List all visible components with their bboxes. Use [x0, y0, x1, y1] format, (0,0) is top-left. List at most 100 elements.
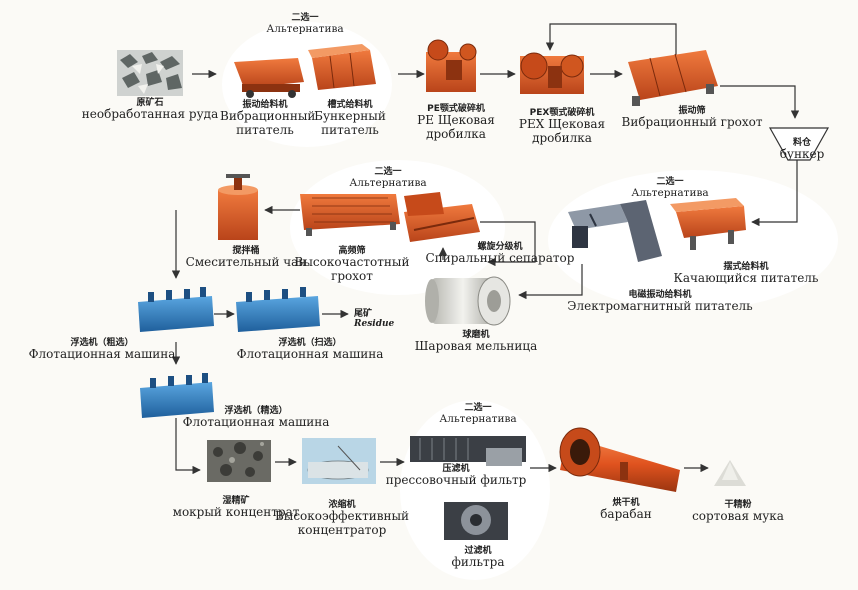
vibrating-feeder-image	[234, 58, 304, 98]
label-ru: Шаровая мельница	[414, 339, 538, 354]
alternative-note-cn: 二选一	[464, 403, 492, 413]
spiral-classifier-image	[404, 192, 480, 242]
label-vibrating-screen: 振动筛 Вибрационный грохот	[622, 106, 763, 130]
label-cn: 浮选机（粗选）	[70, 338, 134, 348]
ball-mill-image	[425, 276, 511, 326]
label-wet-concentrate: 湿精矿 мокрый концентрат	[173, 496, 300, 520]
label-spiral-classifier: 螺旋分级机 Спиральный сепаратор	[426, 242, 575, 266]
residue-en: Residue	[354, 319, 395, 329]
label-press-filter: 压滤机 прессовочный фильтр	[386, 464, 527, 488]
label-residue: 尾矿 Residue	[354, 306, 394, 329]
label-bin: 料仓 бункер	[780, 138, 825, 162]
arrow-cleaner-to-wet	[175, 418, 201, 475]
label-swing-feeder: 摆式给料机 Качающийся питатель	[674, 262, 819, 286]
raw-ore-image	[117, 50, 183, 96]
label-cn: 高频筛	[338, 246, 366, 256]
alternative-note-1: 二选一 Альтернатива	[266, 13, 344, 35]
label-ru: фильтра	[451, 555, 505, 570]
vibrating-screen-image	[628, 50, 718, 106]
rotary-dryer-image	[559, 427, 680, 492]
label-raw-ore: 原矿石 необработанная руда	[82, 98, 218, 122]
thickener-image	[302, 438, 376, 484]
label-filter: 过滤机 фильтра	[451, 546, 504, 570]
label-cn: PEX颚式破碎机	[529, 108, 595, 118]
label-vibrating-feeder: 振动给料机 Вибрационный питатель	[220, 100, 316, 138]
label-ru: необработанная руда	[81, 107, 219, 122]
alternative-note-cn: 二选一	[656, 177, 684, 187]
label-dryer: 烘干机 барабан	[600, 498, 652, 522]
alternative-note-cn: 二选一	[374, 167, 402, 177]
label-cn: 摆式给料机	[723, 262, 769, 272]
label-ru: Вибрационный грохот	[621, 115, 763, 130]
label-fine-powder: 干精粉 сортовая мука	[692, 500, 784, 524]
label-cn: 浮选机（扫选）	[278, 338, 342, 348]
alternative-note-ru: Альтернатива	[266, 22, 344, 35]
arrow-feeder-to-mill	[518, 264, 583, 300]
wet-concentrate-image	[207, 440, 271, 482]
label-ru: барабан	[600, 507, 652, 522]
swing-feeder-image	[670, 198, 746, 250]
flotation-scavenger-image	[236, 287, 320, 332]
label-cn: 电磁振动给料机	[628, 290, 692, 300]
label-thickener: 浓缩机 Высокоэффективный концентратор	[257, 500, 427, 538]
label-ru: Качающийся питатель	[673, 271, 819, 286]
label-hf-screen: 高频筛 Высокочастотный грохот	[277, 246, 427, 284]
label-flotation-scavenger: 浮选机（扫选） Флотационная машина	[237, 338, 384, 362]
label-cn: 振动给料机	[242, 100, 288, 110]
label-ru: Бункерный питатель	[314, 109, 386, 138]
label-cn: 搅拌桶	[232, 246, 260, 256]
label-ru: бункер	[779, 147, 825, 162]
label-agitator: 搅拌桶 Смесительный чан	[186, 246, 307, 270]
alternative-note-ru: Альтернатива	[349, 176, 427, 189]
arrow-spiral-return	[480, 221, 536, 267]
label-ru: Смесительный чан	[185, 255, 307, 270]
label-ru: Вибрационный питатель	[220, 109, 316, 138]
pex-jaw-crusher-image	[520, 52, 584, 94]
label-em-feeder: 电磁振动给料机 Электромагнитный питатель	[567, 290, 752, 314]
label-cn: 料仓	[792, 138, 812, 148]
label-cn: 浓缩机	[328, 500, 356, 510]
arrow-screen-return	[545, 23, 677, 58]
arrow-screen-to-bin	[720, 85, 800, 119]
label-trough-feeder: 槽式给料机 Бункерный питатель	[310, 100, 390, 138]
alternative-note-cn: 二选一	[291, 13, 319, 23]
label-cn: 振动筛	[678, 106, 706, 116]
label-ball-mill: 球磨机 Шаровая мельница	[415, 330, 538, 354]
pe-jaw-crusher-image	[426, 39, 477, 92]
label-ru: PEX Щековая дробилка	[518, 117, 606, 146]
label-ru: Спиральный сепаратор	[425, 251, 575, 266]
flotation-cleaner-image	[140, 373, 214, 418]
label-ru: Флотационная машина	[28, 347, 176, 362]
flotation-rougher-image	[138, 287, 214, 332]
label-cn: 过滤机	[464, 546, 492, 556]
label-flotation-cleaner: 浮选机（精选） Флотационная машина	[183, 406, 330, 430]
agitation-tank-image	[218, 174, 258, 240]
bin-hopper-image	[768, 127, 830, 161]
label-cn: 湿精矿	[222, 496, 250, 506]
label-cn: 槽式给料机	[327, 100, 373, 110]
label-ru: сортовая мука	[692, 509, 784, 524]
alternative-note-ru: Альтернатива	[439, 412, 517, 425]
label-cn: 干精粉	[724, 500, 752, 510]
fine-powder-image	[714, 460, 746, 486]
alternative-note-ru: Альтернатива	[631, 186, 709, 199]
label-cn: 压滤机	[442, 464, 470, 474]
vacuum-filter-image	[444, 502, 508, 540]
label-ru: PE Щековая дробилка	[417, 113, 495, 142]
alternative-note-2: 二选一 Альтернатива	[349, 167, 427, 189]
label-ru: Электромагнитный питатель	[567, 299, 753, 314]
label-ru: Флотационная машина	[236, 347, 384, 362]
electromagnetic-feeder-image	[568, 200, 662, 262]
label-cn: 原矿石	[136, 98, 164, 108]
high-frequency-screen-image	[300, 194, 400, 236]
label-cn: 球磨机	[462, 330, 490, 340]
arrow-bin-to-feeder	[751, 158, 798, 227]
label-ru: мокрый концентрат	[172, 505, 300, 520]
label-pex-crusher: PEX颚式破碎机 PEX Щековая дробилка	[516, 108, 608, 146]
alternative-group-filters	[400, 400, 550, 580]
label-flotation-rougher: 浮选机（粗选） Флотационная машина	[29, 338, 176, 362]
press-filter-image	[410, 436, 526, 466]
label-ru: Высокочастотный грохот	[294, 255, 410, 284]
